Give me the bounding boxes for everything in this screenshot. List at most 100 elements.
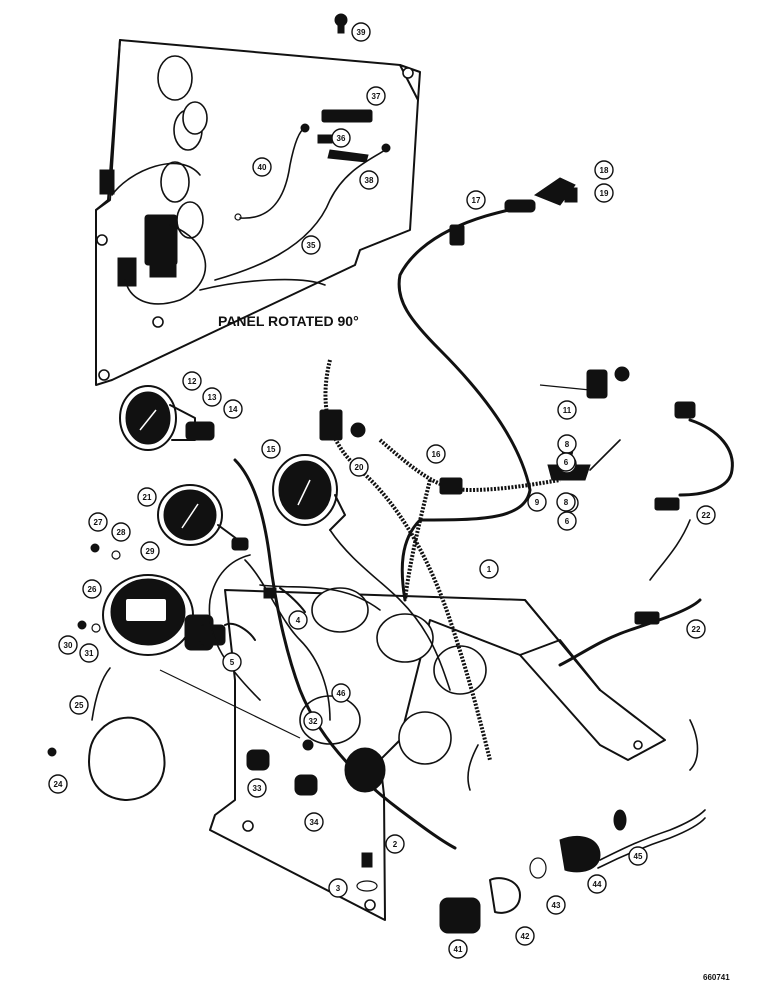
callout-circle (79, 643, 99, 663)
callout-circle (202, 387, 222, 407)
callout-label: 35 (307, 241, 316, 250)
callout-circle (366, 86, 386, 106)
rotated-panel-inset (95, 13, 421, 386)
callout-38: 38 (359, 170, 379, 190)
callout-5: 5 (222, 652, 242, 672)
callout-13: 13 (202, 387, 222, 407)
callout-30: 30 (58, 635, 78, 655)
callout-circle (48, 774, 68, 794)
callout-circle (69, 695, 89, 715)
callout-39: 39 (351, 22, 371, 42)
callout-label: 17 (472, 196, 481, 205)
callout-label: 21 (143, 493, 152, 502)
callout-label: 18 (600, 166, 609, 175)
callout-label: 42 (521, 932, 530, 941)
callout-9: 9 (527, 492, 547, 512)
callout-circle (288, 610, 308, 630)
callout-34: 34 (304, 812, 324, 832)
callout-label: 2 (393, 840, 398, 849)
callout-circle (448, 939, 468, 959)
callout-circle (628, 846, 648, 866)
callout-25: 25 (69, 695, 89, 715)
callout-label: 12 (188, 377, 197, 386)
callout-27: 27 (88, 512, 108, 532)
callout-20: 20 (349, 457, 369, 477)
callout-label: 32 (309, 717, 318, 726)
callout-43: 43 (546, 895, 566, 915)
callout-12: 12 (182, 371, 202, 391)
callout-label: 45 (634, 852, 643, 861)
callout-label: 22 (692, 625, 701, 634)
callout-label: 28 (117, 528, 126, 537)
callout-42: 42 (515, 926, 535, 946)
callout-label: 3 (336, 884, 341, 893)
callout-label: 1 (487, 565, 492, 574)
callout-circle (557, 400, 577, 420)
callout-circle (222, 652, 242, 672)
callout-label: 19 (600, 189, 609, 198)
callout-label: 24 (54, 780, 63, 789)
callout-circle (58, 635, 78, 655)
callout-circle (88, 512, 108, 532)
callout-label: 8 (565, 440, 570, 449)
callout-label: 38 (365, 176, 374, 185)
callout-circle (328, 878, 348, 898)
callout-circle (479, 559, 499, 579)
callout-label: 31 (85, 649, 94, 658)
callout-circle (466, 190, 486, 210)
callout-circle (223, 399, 243, 419)
callout-label: 30 (64, 641, 73, 650)
callout-circle (594, 160, 614, 180)
callout-circle (301, 235, 321, 255)
callout-6: 6 (557, 511, 577, 531)
callout-circle (686, 619, 706, 639)
callout-circle (546, 895, 566, 915)
callout-label: 40 (258, 163, 267, 172)
callout-label: 46 (337, 689, 346, 698)
callout-circle (137, 487, 157, 507)
gauge-20 (272, 454, 346, 531)
callout-circle (527, 492, 547, 512)
callout-21: 21 (137, 487, 157, 507)
callout-label: 13 (208, 393, 217, 402)
callout-circle (515, 926, 535, 946)
callout-label: 34 (310, 818, 319, 827)
callout-circle (349, 457, 369, 477)
callout-circle (696, 505, 716, 525)
callout-22: 22 (686, 619, 706, 639)
callout-45: 45 (628, 846, 648, 866)
callout-4: 4 (288, 610, 308, 630)
callout-circle (331, 683, 351, 703)
figure-id: 660741 (703, 973, 730, 982)
callout-layer: 1234567891011121314151617181920212222242… (48, 22, 716, 959)
callout-15: 15 (261, 439, 281, 459)
callout-28: 28 (111, 522, 131, 542)
callout-31: 31 (79, 643, 99, 663)
callout-2: 2 (385, 834, 405, 854)
cover-25 (88, 716, 166, 801)
callout-44: 44 (587, 874, 607, 894)
callout-26: 26 (82, 579, 102, 599)
callout-8: 8 (556, 492, 576, 512)
callout-3: 3 (328, 878, 348, 898)
callout-label: 9 (535, 498, 540, 507)
callout-circle (385, 834, 405, 854)
callout-17: 17 (466, 190, 486, 210)
callout-circle (111, 522, 131, 542)
gauge-12 (119, 385, 215, 451)
callout-36: 36 (331, 128, 351, 148)
callout-circle (587, 874, 607, 894)
callout-circle (304, 812, 324, 832)
callout-label: 14 (229, 405, 238, 414)
panel-rotated-caption: PANEL ROTATED 90° (218, 313, 359, 329)
callout-33: 33 (247, 778, 267, 798)
callout-22: 22 (696, 505, 716, 525)
callout-label: 33 (253, 784, 262, 793)
callout-label: 16 (432, 450, 441, 459)
callout-label: 43 (552, 901, 561, 910)
callout-24: 24 (48, 774, 68, 794)
callout-circle (359, 170, 379, 190)
callout-label: 29 (146, 547, 155, 556)
callout-11: 11 (557, 400, 577, 420)
